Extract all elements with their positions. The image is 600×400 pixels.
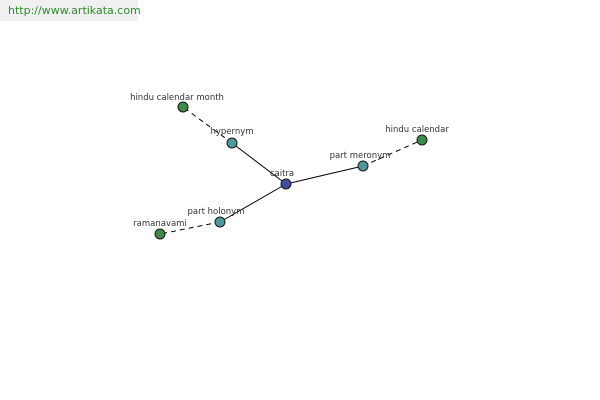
node-label-hypernym: hypernym [210,127,253,137]
edge-caitra-to-part-holonym [219,183,287,223]
node-hypernym[interactable] [226,137,238,149]
edges-layer [159,106,423,235]
labels-layer: caitra hypernym part meronym part holonym hi… [130,93,449,229]
node-label-part-holonym: part holonym [188,207,245,217]
node-label-hindu-calendar: hindu calendar [385,125,449,135]
edge-part-holonym-to-ramanavami [159,221,221,235]
watermark-url: http://www.artikata.com [0,0,141,21]
edge-part-meronym-to-hindu-calendar [362,139,423,167]
node-part-meronym[interactable] [357,160,369,172]
edge-caitra-to-part-meronym [285,165,364,185]
node-label-ramanavami: ramanavami [133,219,187,229]
node-label-caitra: caitra [270,169,294,179]
node-hindu-calendar-month[interactable] [177,101,189,113]
node-caitra[interactable] [280,178,292,190]
node-label-part-meronym: part meronym [330,151,391,161]
nodes-layer [154,101,428,240]
node-label-hindu-calendar-month: hindu calendar month [130,93,224,103]
node-hindu-calendar[interactable] [416,134,428,146]
edge-caitra-to-hypernym [231,142,287,185]
node-ramanavami[interactable] [154,228,166,240]
node-part-holonym[interactable] [214,216,226,228]
edge-hypernym-to-hindu-calendar-month [182,106,233,144]
